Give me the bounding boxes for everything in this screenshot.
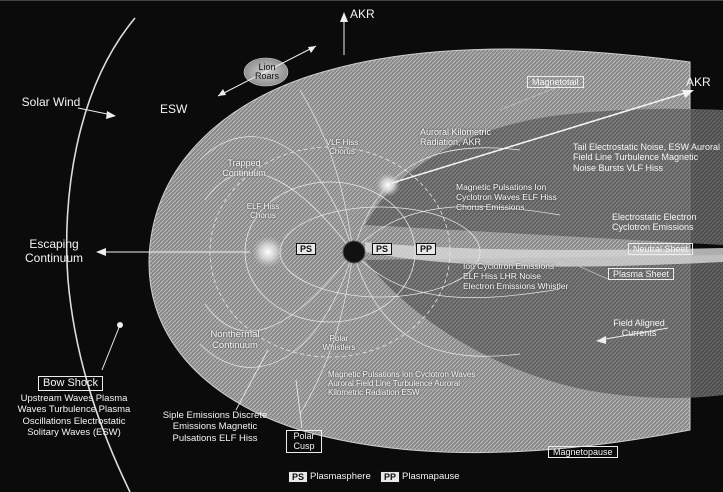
field-line [299, 89, 354, 253]
field-line [352, 251, 561, 298]
polar-whistlers-label: Polar Whistlers [322, 334, 356, 353]
auroral-kilometric-label: Auroral Kilometric Radiation, AKR [420, 127, 492, 148]
neutral-sheet-label: Neutral Sheet [628, 243, 694, 256]
escaping-continuum-label: Escaping Continuum [24, 237, 84, 265]
legend-pp-text: Plasmapause [402, 471, 460, 482]
tail-lobe-lower [365, 255, 723, 399]
bow-shock-curve [65, 17, 136, 492]
solar-wind-label: Solar Wind [21, 95, 81, 109]
lion-roars-arrow [217, 45, 317, 97]
bow-shock-pointer [101, 324, 121, 371]
source-glow-akr [376, 173, 400, 197]
field-line [299, 251, 354, 415]
magnetotail-label: Magnetotail [527, 76, 584, 89]
elf-hiss-chorus-label: ELF Hiss Chorus [246, 202, 280, 221]
ps-right-badge: PS [372, 243, 393, 256]
magnetic-pulsations-label: Magnetic Pulsations Ion Cyclotron Waves … [456, 182, 557, 212]
source-glow-left [252, 236, 284, 268]
field-line [352, 251, 521, 357]
magnetotail-pointer [499, 85, 561, 111]
esw-label: ESW [160, 102, 188, 116]
legend-pp-key: PP [380, 471, 401, 484]
tail-lobe-upper [365, 108, 723, 246]
bow-shock-pointer-dot [117, 322, 123, 328]
siple-pointer [235, 349, 269, 411]
field-line [204, 251, 354, 332]
solar-wind-arrow [77, 107, 113, 116]
akr-top-label: AKR [350, 7, 375, 21]
bow-shock-label: Bow Shock [38, 376, 104, 391]
plasma-sheet-band [365, 242, 723, 267]
field-line [199, 251, 354, 368]
field-aligned-arrowhead [596, 336, 606, 344]
nonthermal-continuum-label: Nonthermal Continuum [210, 329, 260, 351]
field-line [352, 147, 521, 253]
lion-roars-label: Lion Roars [254, 62, 279, 81]
polar-group-label: Magnetic Pulsations Ion Cyclotron Waves … [328, 370, 476, 398]
ps-left-badge: PS [296, 243, 317, 256]
plasma-sheet-pointer [559, 257, 611, 281]
trapped-continuum-label: Trapped Continuum [222, 158, 266, 179]
pp-badge: PP [416, 243, 437, 256]
tail-noise-label: Tail Electrostatic Noise, ESW Auroral Fi… [573, 142, 721, 173]
field-line [352, 206, 561, 253]
siple-group-label: Siple Emissions Discrete Emissions Magne… [162, 410, 268, 444]
legend-ps-key: PS [288, 471, 309, 484]
polar-cusp-label: Polar Cusp [286, 430, 322, 453]
akr-right-label: AKR [686, 75, 711, 89]
electrostatic-electron-label: Electrostatic Electron Cyclotron Emissio… [612, 212, 697, 233]
akr-right-arrow [391, 91, 689, 184]
akr-right-arrowhead [682, 90, 694, 98]
escaping-continuum-arrowhead [96, 248, 106, 256]
polar-cusp-pointer [295, 379, 303, 429]
akr-top-arrowhead [340, 12, 348, 22]
vlf-hiss-chorus-label: VLF Hiss Chorus [325, 138, 359, 157]
earth [342, 240, 366, 264]
field-line [204, 172, 354, 253]
lion-roars-arrowhead [218, 89, 226, 96]
bow-shock-list: Upstream Waves Plasma Waves Turbulence P… [17, 393, 131, 439]
plasma-sheet-label: Plasma Sheet [608, 268, 675, 281]
field-aligned-currents-label: Field Aligned Currents [613, 318, 665, 339]
ion-cyclotron-label: Ion Cyclotron Emissions ELF Hiss LHR Noi… [463, 261, 569, 291]
magnetopause-label: Magnetopause [548, 446, 618, 459]
field-line [199, 136, 354, 253]
legend-ps-text: Plasmasphere [310, 471, 371, 482]
solar-wind-arrowhead [106, 111, 116, 119]
lion-roars-arrowhead [308, 46, 316, 53]
field-aligned-arrow [599, 327, 669, 341]
